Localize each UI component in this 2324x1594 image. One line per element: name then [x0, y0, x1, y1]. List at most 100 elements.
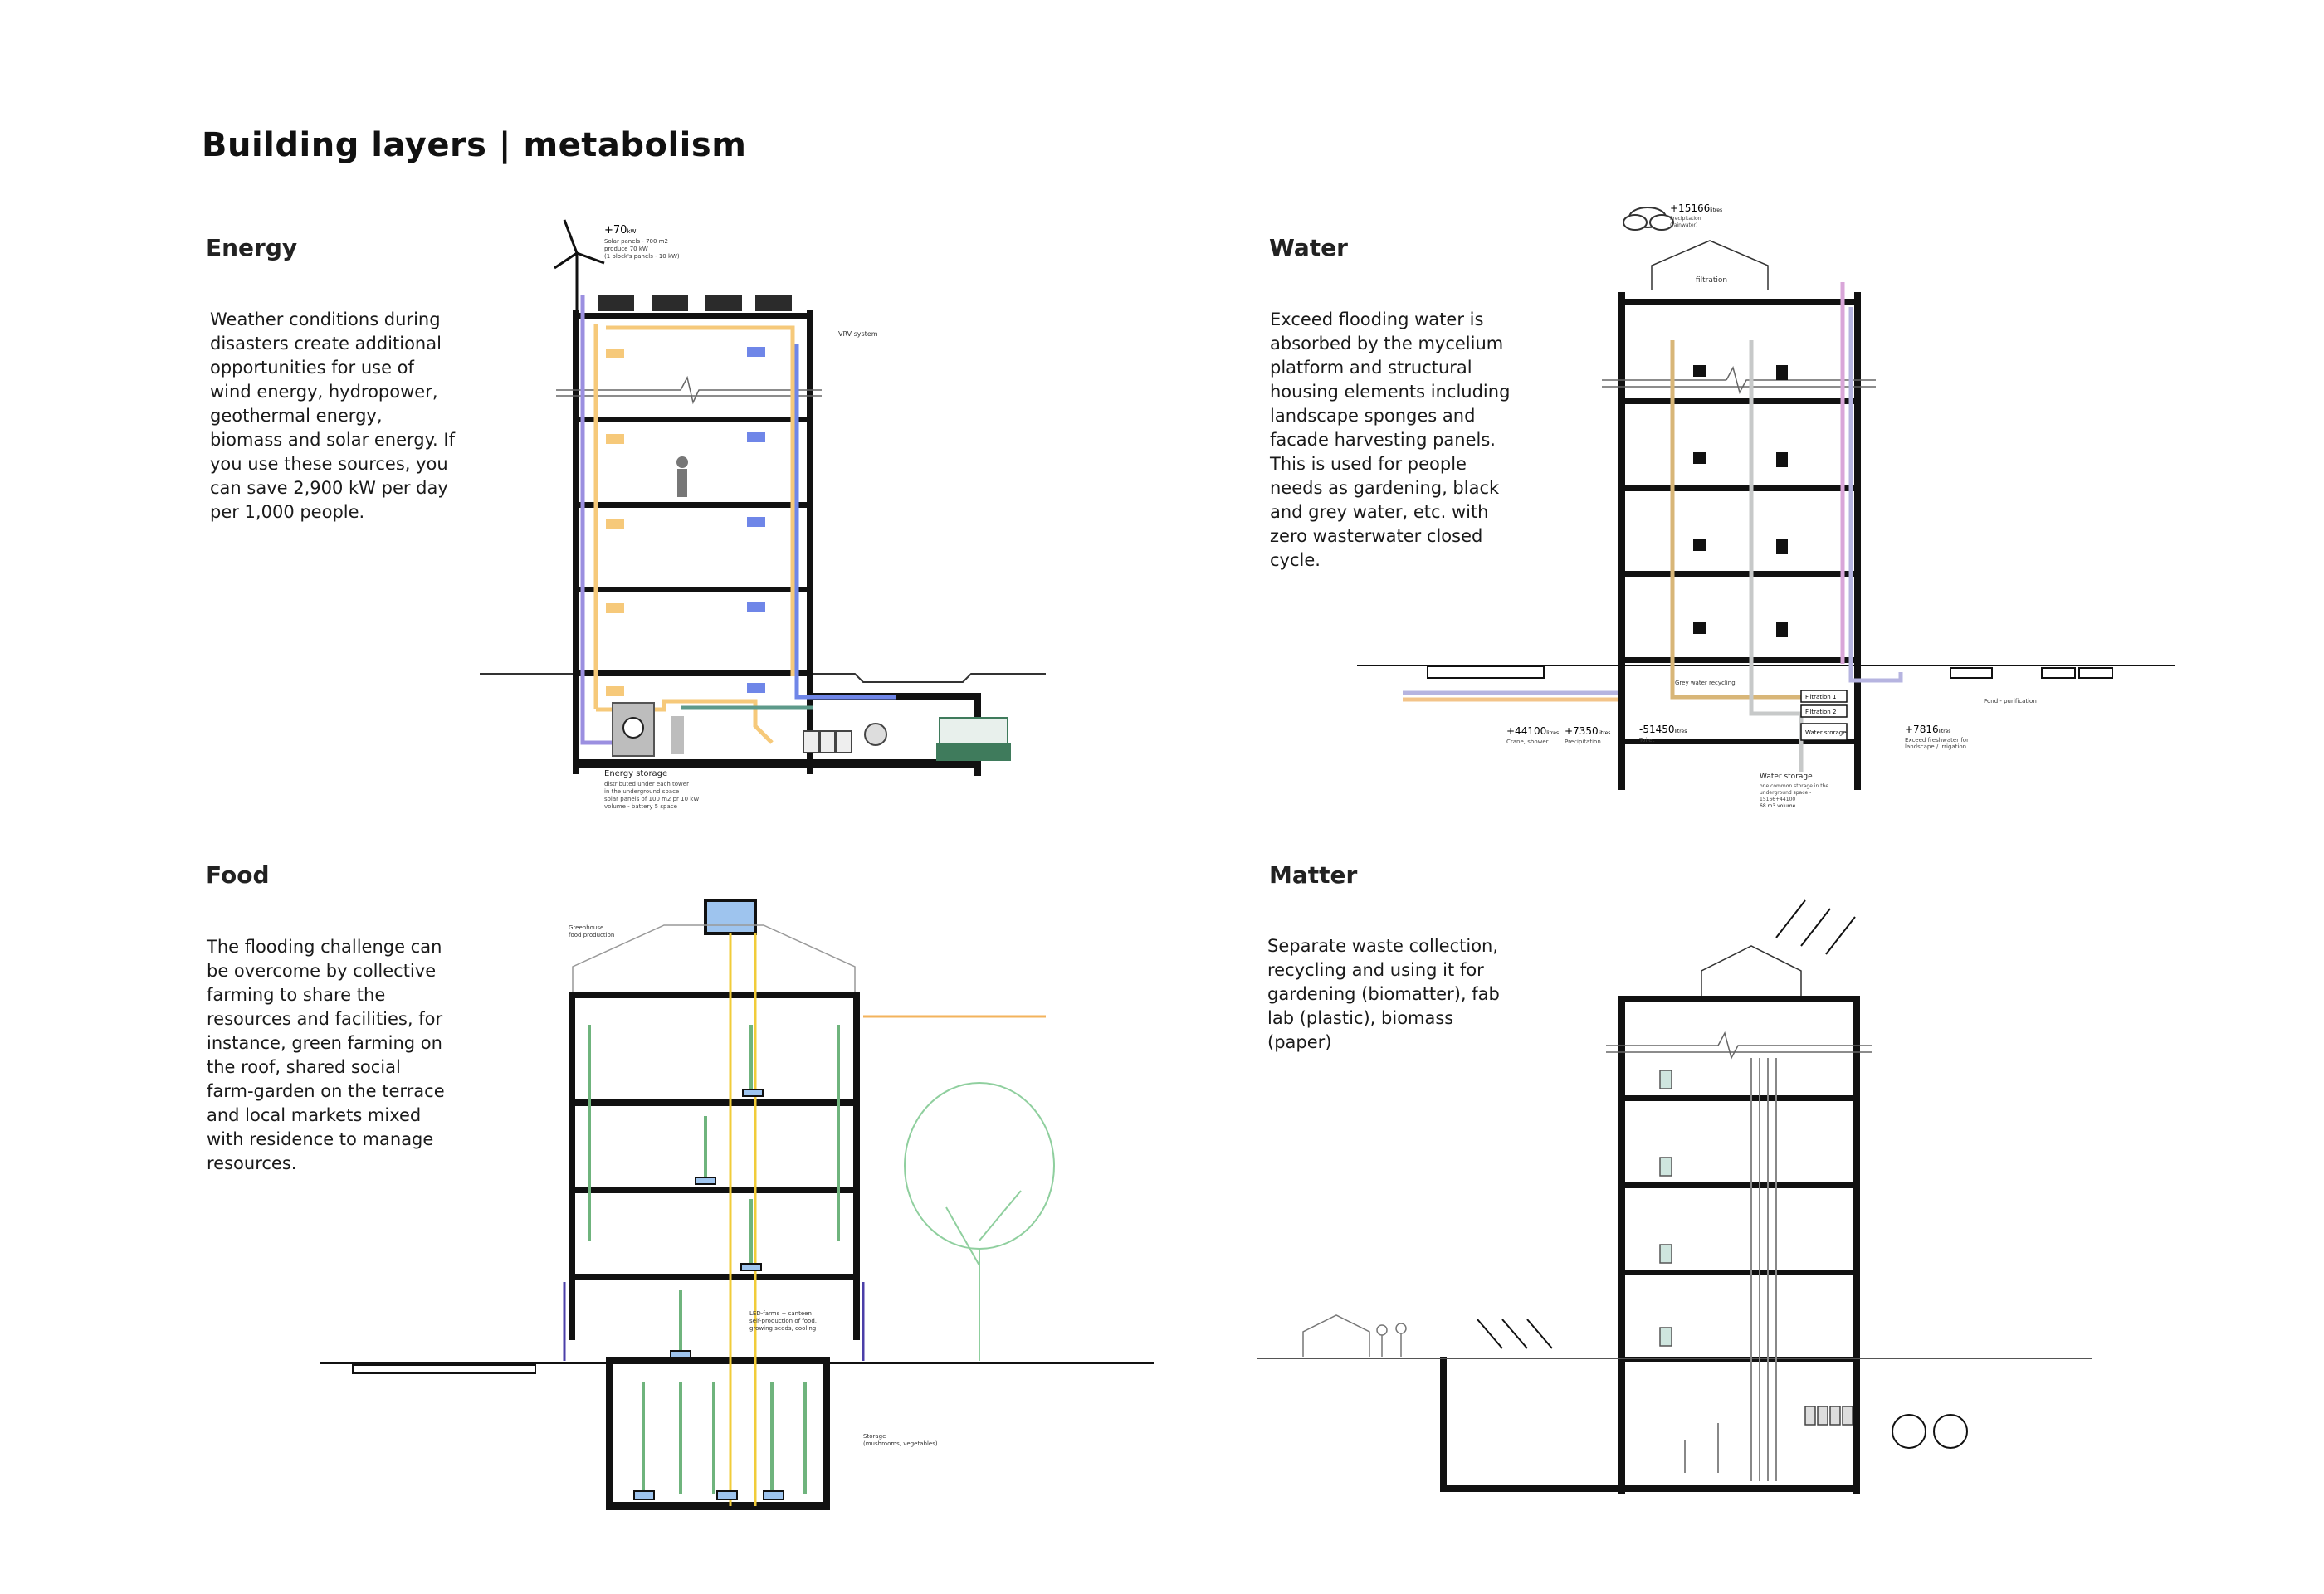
waste-chutes: [1684, 1058, 1777, 1481]
ground-line-right: [813, 673, 1046, 683]
recycling-bins: [1804, 1406, 1853, 1426]
food-terrace-planter: [352, 1364, 536, 1374]
water-storage-line-1: one common storage in the: [1760, 783, 1828, 789]
heat-pump: [864, 723, 887, 746]
people-tent: [1302, 1314, 1407, 1357]
washing-machines: [803, 730, 852, 753]
tree-illustration: [904, 1082, 1055, 1361]
food-flow-blue: [563, 1282, 865, 1361]
battery-unit: [671, 716, 684, 754]
storage-title: Energy storage: [604, 769, 667, 778]
matter-description: Separate waste collection, recycling and…: [1267, 936, 1500, 1052]
grey-water-label: Grey water recycling: [1675, 680, 1736, 686]
rain-cloud-icon: [1623, 207, 1674, 231]
precip-line-1: Precipitation: [1670, 216, 1702, 222]
water-description: Exceed flooding water is absorbed by the…: [1270, 310, 1511, 570]
waste-bins: [1659, 1070, 1672, 1347]
led-label-1: LED-farms + canteen: [749, 1310, 812, 1317]
filtration-2-label: Filtration 2: [1805, 709, 1836, 715]
water-section-diagram: +15166litres Precipitation (rainwater) f…: [1357, 202, 2175, 809]
matter-heading: Matter: [1269, 861, 1358, 889]
break-line: [556, 375, 822, 405]
led-label-3: growing seeds, cooling: [749, 1325, 816, 1332]
filtration-1-label: Filtration 1: [1805, 694, 1836, 700]
water-storage-title: Water storage: [1760, 773, 1813, 781]
sunlight-arrows: [1477, 899, 1856, 1349]
filtration-label: filtration: [1696, 276, 1727, 285]
person-figure: [676, 456, 688, 497]
crane-label: Crane, shower: [1506, 739, 1549, 745]
energy-section-diagram: +70kW Solar panels - 700 m2 produce 70 k…: [480, 219, 1046, 810]
precip-line-2: (rainwater): [1670, 222, 1697, 228]
indoor-units: [606, 347, 765, 696]
biomass-digesters: [1892, 1414, 1968, 1449]
storage-line-2: in the underground space: [604, 788, 679, 795]
food-section-diagram: Greenhouse food production: [320, 899, 1154, 1510]
food-storage-label-2: (mushrooms, vegetables): [863, 1440, 938, 1447]
wind-turbine-icon: [554, 219, 605, 313]
greenhouse-label-1: Greenhouse: [569, 924, 603, 931]
food-storage-label-1: Storage: [863, 1433, 886, 1440]
water-storage-box-label: Water storage: [1805, 729, 1847, 736]
roof-water-tank: [704, 899, 757, 935]
fresh-line-1: Exceed freshwater for: [1905, 737, 1969, 743]
energy-description: Weather conditions during disasters crea…: [210, 310, 455, 522]
food-description: The flooding challenge can be overcome b…: [207, 937, 445, 1173]
pond-label: Pond - purification: [1984, 698, 2037, 704]
food-building-structure: [569, 992, 860, 1510]
pond-2: [2041, 667, 2076, 679]
landscape-sponge-left: [1427, 665, 1545, 679]
water-heading: Water: [1269, 234, 1348, 261]
led-label-2: self-production of food,: [749, 1318, 817, 1324]
energy-heading: Energy: [206, 234, 298, 261]
fresh-line-2: landscape / irrigation: [1905, 743, 1966, 750]
filtration-2-box: [1800, 704, 1848, 718]
solar-note-2: produce 70 kW: [604, 246, 648, 252]
water-flow-tan: [1670, 340, 1818, 700]
food-heading: Food: [206, 861, 270, 889]
tap-icons: [1693, 365, 1706, 634]
vrv-label: VRV system: [838, 330, 878, 338]
roof-greenhouse: [1651, 240, 1769, 290]
filtration-1-box: [1800, 690, 1848, 703]
water-flow-lavender: [1848, 307, 1903, 683]
rain-value: +7350litres: [1565, 725, 1610, 737]
solar-note-1: Solar panels - 700 m2: [604, 238, 668, 245]
water-storage-box: [1800, 723, 1848, 741]
toilet-value: -51450litres: [1639, 724, 1687, 735]
water-storage-line-3: 15166+44100: [1760, 797, 1795, 802]
solar-panels: [598, 295, 792, 311]
energy-storage-icon: [622, 717, 644, 739]
vertical-farms: [588, 1025, 840, 1494]
toilet-icons: [1776, 365, 1788, 637]
water-flow-grey: [1749, 340, 1804, 772]
storage-line-3: solar panels of 100 m2 pr 10 kW: [604, 796, 699, 802]
precip-value: +15166litres: [1670, 202, 1722, 214]
matter-break-line: [1606, 1031, 1872, 1060]
energy-flow-yellow-2: [606, 325, 795, 676]
matter-building-structure: [1440, 996, 1860, 1494]
water-building-structure: [1618, 292, 1861, 790]
pond-3: [2078, 667, 2113, 679]
matter-section-diagram: [1257, 899, 2092, 1494]
plant-trays: [633, 1089, 784, 1500]
matter-greenhouse-roof: [1701, 945, 1802, 996]
storage-line-4: volume - battery 5 space: [604, 803, 677, 810]
solar-value: +70kW: [604, 224, 636, 236]
geothermal-storage: [936, 743, 1011, 761]
fresh-value: +7816litres: [1905, 724, 1950, 735]
water-storage-line-2: underground space -: [1760, 790, 1811, 796]
rain-label: Precipitation: [1565, 739, 1601, 745]
water-storage-line-4: 68 m3 volume: [1760, 803, 1796, 809]
storage-line-1: distributed under each tower: [604, 781, 689, 787]
geothermal-storage-top: [939, 717, 1008, 745]
toilet-label: Toilet: [1638, 737, 1655, 743]
greenhouse-label-2: food production: [569, 932, 614, 938]
food-greenhouse-roof: [572, 924, 856, 992]
pond-1: [1950, 667, 1993, 679]
solar-note-3: (1 block's panels - 10 kW): [604, 253, 680, 260]
water-break-line: [1602, 365, 1876, 395]
page-title: Building layers | metabolism: [202, 126, 747, 164]
energy-flow-purple: [580, 295, 622, 745]
energy-flow-blue: [794, 344, 896, 700]
